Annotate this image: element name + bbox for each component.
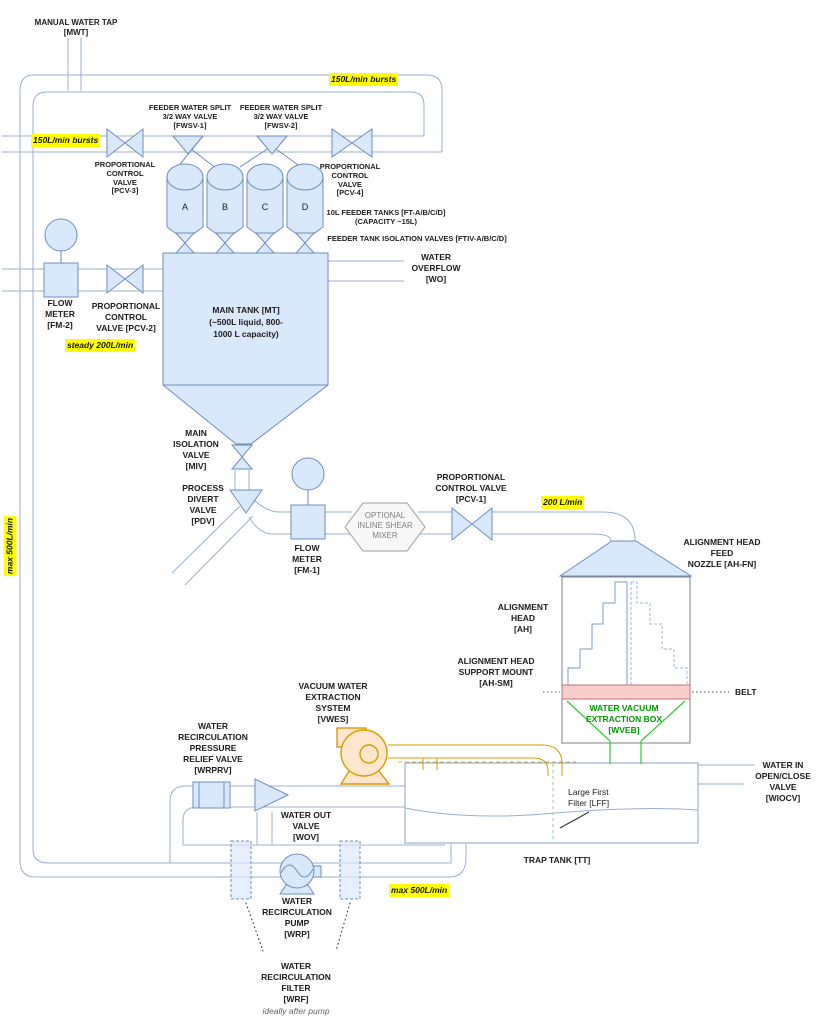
flow-note-max-left: max 500L/min	[3, 515, 17, 577]
valve-miv[interactable]	[230, 444, 254, 470]
vacuum-pump[interactable]	[336, 727, 391, 785]
label-wrf: WATER RECIRCULATION FILTER [WRF]	[261, 961, 331, 1004]
valve-wrprv[interactable]	[192, 781, 231, 809]
label-feeder-tanks: 10L FEEDER TANKS [FT-A/B/C/D] (CAPACITY …	[326, 208, 446, 226]
valve-pcv2[interactable]	[106, 263, 144, 295]
pipe-miv-pdv	[234, 470, 250, 491]
pipe-overflow	[328, 260, 404, 282]
feeder-tank-a[interactable]	[166, 163, 204, 254]
label-ah: ALIGNMENT HEAD [AH]	[497, 602, 549, 634]
flow-meter-fm2[interactable]	[43, 218, 79, 298]
recirc-filter-left	[230, 840, 252, 900]
label-wveb: WATER VACUUM EXTRACTION BOX [WVEB]	[585, 703, 663, 735]
feeder-tank-b[interactable]	[206, 163, 244, 254]
alignment-head-profile	[567, 581, 628, 685]
extraction-green-lines	[566, 700, 686, 764]
pipe-wiocv	[698, 764, 755, 785]
lff-pointer-line	[559, 811, 590, 829]
pipe-pdv-fm1	[248, 498, 291, 535]
label-ahsm: ALIGNMENT HEAD SUPPORT MOUNT [AH-SM]	[457, 656, 535, 688]
label-miv: MAIN ISOLATION VALVE [MIV]	[173, 428, 219, 471]
valve-fwsv2[interactable]	[239, 135, 306, 171]
label-belt: BELT	[735, 687, 757, 697]
label-lff: Large First Filter [LFF]	[568, 787, 610, 808]
recirculation-pump[interactable]	[279, 853, 322, 895]
label-mwt: MANUAL WATER TAP [MWT]	[34, 18, 118, 37]
pipe-left-riser-inner	[32, 106, 452, 864]
valve-ftiv-c	[254, 232, 276, 254]
label-ahfn: ALIGNMENT HEAD FEED NOZZLE [AH-FN]	[683, 537, 761, 569]
feed-nozzle[interactable]	[558, 540, 693, 577]
label-mixer: OPTIONAL INLINE SHEAR MIXER	[357, 511, 413, 540]
flow-note-max-bottom: max 500L/min	[389, 884, 450, 897]
flow-note-200: 200 L/min	[541, 496, 585, 509]
flow-note-burst-top: 150L/min bursts	[329, 73, 399, 86]
label-fwsv2: FEEDER WATER SPLIT 3/2 WAY VALVE [FWSV-2…	[239, 103, 323, 130]
valve-pcv3[interactable]	[106, 127, 144, 159]
valve-wov[interactable]	[254, 778, 290, 812]
label-fm2: FLOW METER [FM-2]	[45, 298, 75, 330]
alignment-head-profile-dashed	[630, 581, 688, 685]
vacuum-extraction-piping	[388, 744, 576, 776]
pipe-fm1-mixer	[325, 511, 352, 535]
recirculation-filters[interactable]	[230, 840, 361, 900]
flow-meter-fm1[interactable]	[290, 457, 326, 540]
pipe-fm2-line	[2, 268, 163, 292]
label-wrprv: WATER RECIRCULATION PRESSURE RELIEF VALV…	[178, 721, 248, 775]
label-fm1: FLOW METER [FM-1]	[292, 543, 322, 575]
feeder-tank-c[interactable]	[246, 163, 284, 254]
label-ftiv: FEEDER TANK ISOLATION VALVES [FTIV-A/B/C…	[327, 234, 507, 243]
trap-tank-water-line	[404, 807, 699, 817]
valve-ftiv-b	[214, 232, 236, 254]
wrp-wrf-dotted-lines	[245, 902, 351, 952]
feeder-tank-b-letter: B	[221, 202, 229, 212]
label-pdv: PROCESS DIVERT VALVE [PDV]	[182, 483, 224, 526]
valve-pdv[interactable]	[229, 489, 263, 514]
label-fwsv1: FEEDER WATER SPLIT 3/2 WAY VALVE [FWSV-1…	[148, 103, 232, 130]
pipe-top-inner	[32, 91, 425, 136]
valve-ftiv-a	[174, 232, 196, 254]
components	[43, 127, 493, 900]
valve-pcv4[interactable]	[331, 128, 373, 158]
label-pcv4: PROPORTIONAL CONTROL VALVE [PCV-4]	[319, 162, 381, 198]
valve-fwsv1[interactable]	[171, 135, 222, 173]
label-wrp: WATER RECIRCULATION PUMP [WRP]	[262, 896, 332, 939]
label-wov: WATER OUT VALVE [WOV]	[280, 810, 332, 842]
label-pcv1: PROPORTIONAL CONTROL VALVE [PCV-1]	[435, 472, 507, 504]
pipe-top-outer	[19, 74, 443, 152]
label-vwes: VACUUM WATER EXTRACTION SYSTEM [VWES]	[298, 681, 368, 724]
feeder-tank-d-letter: D	[301, 202, 309, 212]
main-tank[interactable]	[162, 252, 329, 445]
valve-pcv1[interactable]	[451, 506, 493, 542]
flow-note-burst-left: 150L/min bursts	[31, 134, 101, 147]
label-wrf-note: ideally after pump	[262, 1006, 330, 1016]
feeder-tank-d[interactable]	[286, 163, 324, 254]
valve-ftiv-d	[294, 232, 316, 254]
label-wiocv: WATER IN OPEN/CLOSE VALVE [WIOCV]	[755, 760, 811, 803]
feeder-tank-c-letter: C	[261, 202, 269, 212]
feeder-tank-a-letter: A	[181, 202, 189, 212]
inline-shear-mixer[interactable]	[344, 502, 426, 552]
pipe-mwt	[67, 38, 82, 91]
pipe-wov-branch	[256, 812, 273, 845]
vacuum-pump-eye	[359, 744, 379, 764]
label-trap-tank: TRAP TANK [TT]	[523, 855, 591, 865]
trap-tank[interactable]	[404, 762, 699, 844]
pipe-pcv1-nozzle	[492, 511, 636, 542]
recirc-filter-right	[339, 840, 361, 900]
pipe-divert	[171, 505, 254, 586]
label-wo: WATER OVERFLOW [WO]	[411, 252, 461, 284]
label-main-tank: MAIN TANK [MT] (~500L liquid, 800- 1000 …	[209, 305, 283, 339]
pipe-mixer-pcv1	[418, 511, 452, 535]
flow-note-steady: steady 200L/min	[65, 339, 136, 352]
label-pcv2: PROPORTIONAL CONTROL VALVE [PCV-2]	[91, 301, 161, 333]
belt-bar[interactable]	[543, 684, 729, 700]
label-pcv3: PROPORTIONAL CONTROL VALVE [PCV-3]	[94, 160, 156, 196]
